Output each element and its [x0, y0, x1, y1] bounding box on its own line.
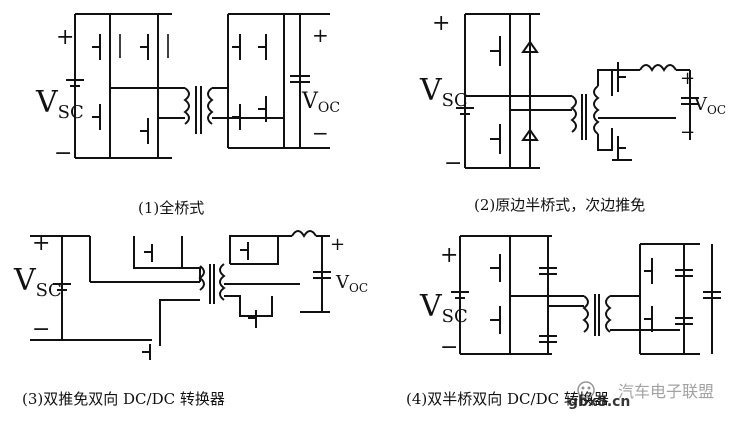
panel-2-output-plus: + — [680, 68, 695, 89]
panel-3-source-plus: + — [32, 231, 50, 256]
panel-3-source-label: VSC — [13, 263, 62, 301]
watermark: 汽车电子联盟 gbx8.cn — [568, 381, 714, 410]
panel-2-half-bridge-push-pull: + − VSC + − VOC (2)原边半桥式，次边推免 — [419, 11, 726, 214]
panel-1-full-bridge: + − VSC + — [35, 13, 340, 217]
panel-3-dual-push-pull: + − VSC + VOC (3)双推免双向 DC/DC 转换器 — [13, 230, 368, 408]
panel-2-output-label: VOC — [693, 94, 726, 117]
panel-2-source-minus: − — [444, 151, 462, 176]
panel-1-caption: (1)全桥式 — [138, 199, 204, 217]
panel-2-source-plus: + — [432, 11, 450, 36]
panel-1-output-label: VOC — [301, 89, 340, 116]
panel-4-source-label: VSC — [419, 289, 468, 327]
panel-4-caption: (4)双半桥双向 DC/DC 转换器 — [406, 390, 609, 408]
panel-3-source-minus: − — [32, 317, 50, 342]
panel-1-output-plus: + — [312, 23, 329, 47]
panel-4-source-plus: + — [440, 243, 458, 268]
panel-4-dual-half-bridge: + − VSC (4)双半桥双向 DC/DC 转换器 — [406, 235, 721, 408]
panel-2-output-minus: − — [680, 122, 695, 143]
panel-1-source-plus: + — [56, 25, 74, 50]
panel-1-output-minus: − — [312, 121, 329, 145]
watermark-site: gbx8.cn — [568, 394, 630, 410]
panel-2-caption: (2)原边半桥式，次边推免 — [474, 196, 645, 214]
panel-3-output-plus: + — [330, 234, 345, 255]
panel-4-source-minus: − — [440, 335, 458, 360]
panel-1-source-label: VSC — [35, 85, 84, 123]
wechat-icon — [577, 381, 595, 399]
panel-3-caption: (3)双推免双向 DC/DC 转换器 — [22, 390, 225, 408]
panel-3-output-label: VOC — [335, 272, 368, 295]
watermark-brand: 汽车电子联盟 — [618, 382, 714, 401]
panel-2-source-label: VSC — [419, 73, 468, 111]
panel-1-source-minus: − — [54, 141, 72, 166]
